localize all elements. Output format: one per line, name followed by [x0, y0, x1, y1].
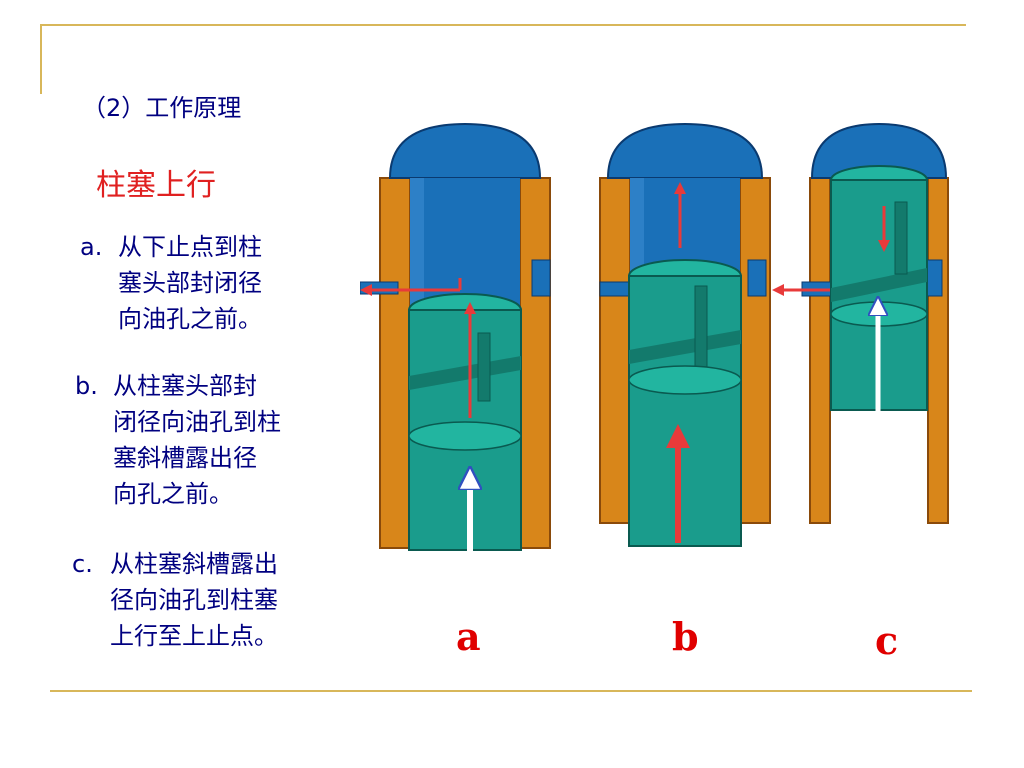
- panel-label-a: a: [456, 614, 481, 659]
- list-marker: a.: [80, 233, 103, 261]
- list-item-b: b. 从柱塞头部封 闭径向油孔到柱 塞斜槽露出径 向孔之前。: [75, 368, 281, 512]
- panel-a-plunger: [408, 293, 522, 551]
- panel-label-c: c: [875, 618, 899, 663]
- stroke-phase-title: 柱塞上行: [96, 168, 216, 203]
- list-item-a: a. 从下止点到柱 塞头部封闭径 向油孔之前。: [80, 229, 262, 337]
- panel-a-flow-arrows: [360, 278, 470, 588]
- panel-b-plunger: [628, 259, 742, 547]
- list-line: 从柱塞斜槽露出: [110, 550, 278, 578]
- panel-c-barrel: [801, 122, 949, 524]
- list-line: 从柱塞头部封: [113, 372, 257, 400]
- slide-frame-left-rule: [40, 24, 42, 94]
- panel-label-b: b: [672, 614, 699, 659]
- section-heading: （2）工作原理: [82, 94, 242, 122]
- list-line: 闭径向油孔到柱: [113, 408, 281, 436]
- list-line: 向孔之前。: [113, 480, 233, 508]
- plunger-stroke-diagram: [360, 122, 949, 588]
- panel-b-flow-arrows: [666, 182, 690, 543]
- slide-frame-top-rule: [40, 24, 966, 26]
- panel-c-flow-arrows: [772, 206, 890, 414]
- list-marker: b.: [75, 372, 98, 400]
- list-line: 塞头部封闭径: [118, 269, 262, 297]
- list-marker: c.: [72, 550, 93, 578]
- list-line: 从下止点到柱: [118, 233, 262, 261]
- list-line: 塞斜槽露出径: [113, 444, 257, 472]
- panel-a-barrel: [360, 122, 551, 549]
- slide-frame-bottom-rule: [50, 690, 972, 692]
- list-item-c: c. 从柱塞斜槽露出 径向油孔到柱塞 上行至上止点。: [72, 546, 278, 654]
- list-line: 径向油孔到柱塞: [110, 586, 278, 614]
- list-line: 向油孔之前。: [118, 305, 262, 333]
- panel-b-barrel: [599, 122, 771, 524]
- list-line: 上行至上止点。: [110, 622, 278, 650]
